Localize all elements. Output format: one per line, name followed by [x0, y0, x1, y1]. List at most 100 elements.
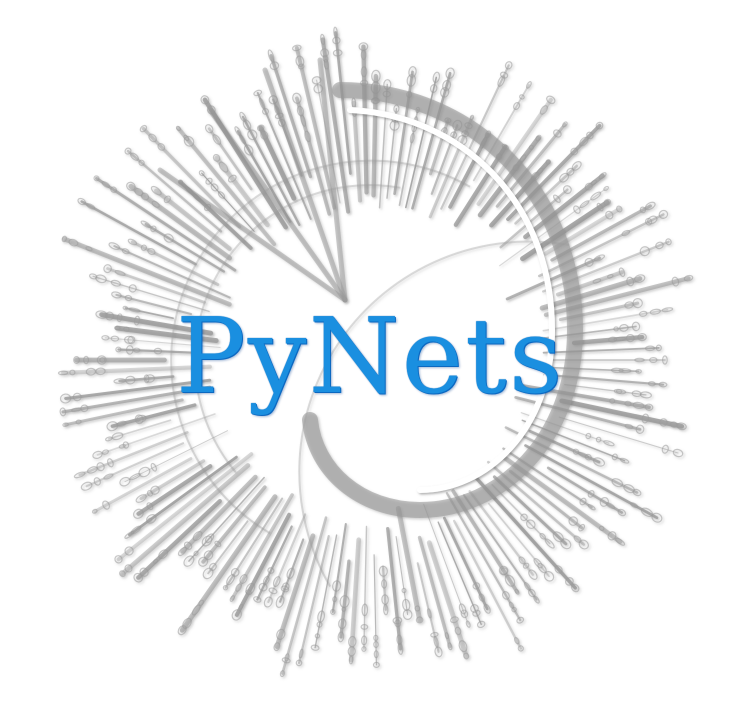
dendrogram-leaf: [544, 538, 555, 549]
dendrogram-leaf: [661, 444, 669, 454]
dendrogram-stem: [317, 57, 348, 303]
dendrogram-leaf: [339, 595, 350, 609]
dendrogram-leaf: [408, 66, 417, 78]
dendrogram-leaf: [373, 650, 379, 659]
dendrogram-leaf: [128, 284, 137, 293]
dendrogram-leaf: [634, 357, 645, 363]
dendrogram-leaf: [615, 537, 626, 546]
dendrogram-leaf: [463, 652, 470, 660]
dendrogram-branch: [99, 312, 214, 336]
dendrogram-leaf: [617, 508, 627, 517]
dendrogram-branch: [241, 115, 301, 227]
dendrogram-leaf: [472, 582, 481, 590]
dendrogram-branch: [499, 188, 569, 249]
dendrogram-leaf: [143, 374, 150, 384]
dendrogram-leaf: [201, 535, 213, 547]
dendrogram-leaf: [304, 130, 311, 143]
dendrogram-leaf: [389, 120, 400, 131]
dendrogram-branch: [541, 325, 637, 340]
dendrogram-leaf: [310, 644, 320, 651]
dendrogram-leaf: [630, 502, 639, 509]
dendrogram-leaf: [144, 374, 155, 383]
dendrogram-leaf: [122, 441, 130, 449]
dendrogram-leaf: [93, 175, 100, 182]
dendrogram-leaf: [603, 440, 615, 447]
dendrogram-leaf: [605, 210, 614, 220]
dendrogram-leaf: [472, 609, 481, 617]
dendrogram-leaf: [57, 370, 69, 376]
dendrogram-leaf: [579, 200, 590, 209]
dendrogram-leaf: [640, 507, 654, 518]
dendrogram-leaf: [644, 345, 656, 352]
dendrogram-leaf: [572, 448, 580, 455]
dendrogram-leaf: [554, 565, 563, 574]
dendrogram-leaf: [381, 594, 389, 605]
dendrogram-branch: [462, 494, 538, 601]
dendrogram-leaf: [124, 294, 133, 302]
dendrogram-leaf: [634, 274, 646, 283]
dendrogram-branch: [124, 307, 174, 320]
dendrogram-branch: [80, 200, 197, 266]
dendrogram-leaf: [262, 575, 270, 586]
dendrogram-leaf: [528, 144, 535, 150]
dendrogram-leaf: [432, 71, 441, 84]
dendrogram-leaf: [69, 369, 76, 376]
dendrogram-leaf: [102, 500, 111, 510]
dendrogram-leaf: [392, 616, 403, 625]
dendrogram-leaf: [158, 549, 169, 560]
dendrogram-leaf: [95, 310, 108, 319]
dendrogram-branch: [523, 173, 605, 240]
dendrogram-leaf: [564, 577, 574, 586]
dendrogram-leaf: [133, 315, 141, 326]
dendrogram-branch: [234, 512, 292, 617]
dendrogram-leaf: [655, 344, 662, 352]
dendrogram-branch: [295, 96, 332, 216]
dendrogram-leaf: [570, 147, 579, 156]
dendrogram-stem: [157, 167, 348, 303]
dendrogram-leaf: [291, 44, 302, 52]
dendrogram-leaf: [470, 604, 479, 613]
dendrogram-leaf: [592, 457, 606, 467]
dendrogram-leaf: [520, 513, 528, 522]
dendrogram-leaf: [205, 177, 213, 185]
dendrogram-leaf: [401, 587, 407, 594]
dendrogram-leaf: [337, 631, 345, 643]
dendrogram-leaf: [613, 326, 619, 332]
dendrogram-branch: [188, 476, 265, 562]
dendrogram-leaf: [239, 574, 248, 584]
dendrogram-leaf: [499, 71, 509, 79]
dendrogram-leaf: [546, 95, 556, 105]
dendrogram-leaf: [578, 523, 586, 532]
dendrogram-leaf: [590, 191, 602, 201]
dendrogram-leaf: [545, 159, 552, 165]
dendrogram-leaf: [177, 625, 187, 636]
dendrogram-leaf: [573, 535, 582, 543]
dendrogram-leaf: [518, 556, 526, 565]
dendrogram-leaf: [122, 305, 129, 311]
dendrogram-leaf: [163, 233, 174, 243]
dendrogram-leaf: [332, 596, 338, 603]
dendrogram-leaf: [476, 620, 486, 629]
dendrogram-leaf: [140, 220, 151, 228]
dendrogram-leaf: [110, 186, 118, 193]
dendrogram-leaf: [73, 355, 80, 364]
dendrogram-leaf: [279, 670, 285, 678]
dendrogram-leaf: [665, 238, 672, 246]
dendrogram-leaf: [139, 124, 148, 133]
dendrogram-leaf: [637, 332, 647, 342]
dendrogram-leaf: [623, 483, 635, 494]
dendrogram-branch: [115, 293, 193, 316]
dendrogram-leaf: [430, 631, 439, 638]
dendrogram-leaf: [447, 642, 453, 651]
dendrogram-leaf: [578, 539, 589, 550]
dendrogram-leaf: [613, 336, 627, 342]
dendrogram-leaf: [198, 599, 205, 606]
dendrogram-leaf: [276, 628, 286, 640]
dendrogram-leaf: [59, 407, 67, 417]
dendrogram-leaf: [618, 267, 626, 278]
dendrogram-leaf: [298, 648, 304, 659]
dendrogram-branch: [207, 520, 249, 575]
dendrogram-leaf: [683, 274, 694, 282]
dendrogram-stem: [262, 67, 348, 303]
dendrogram-leaf: [587, 503, 596, 511]
